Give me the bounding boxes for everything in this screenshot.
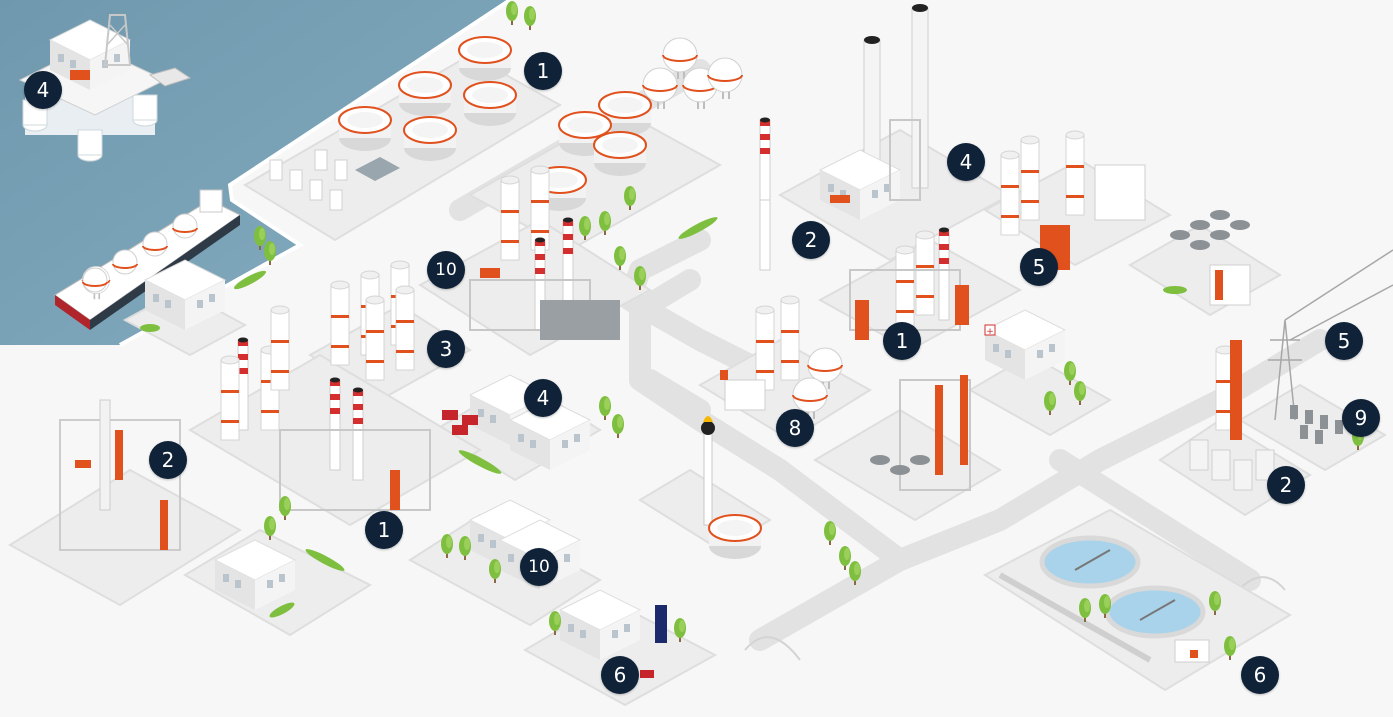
marker-center-1[interactable]: 1 [883,322,921,360]
headquarters [559,589,667,678]
marker-mid-4[interactable]: 4 [524,379,562,417]
marker-west-2[interactable]: 2 [149,441,187,479]
north-refinery [759,4,929,271]
marker-north-4[interactable]: 4 [947,143,985,181]
west-unit [59,399,181,551]
hedges [140,217,1187,618]
marker-mid-3[interactable]: 3 [427,330,465,368]
pad-center-8 [698,338,872,442]
water-treatment-plant [998,535,1210,663]
hospital: + [984,309,1066,381]
mid-processing-unit [469,165,620,340]
marker-south-1[interactable]: 1 [365,511,403,549]
flare-stack [701,416,762,560]
marker-water-6[interactable]: 6 [1241,656,1279,694]
svg-text:+: + [986,327,994,337]
marker-power-5[interactable]: 5 [1325,322,1363,360]
marker-east-2[interactable]: 2 [1267,466,1305,504]
marker-north-5[interactable]: 5 [1020,248,1058,286]
warehouse [442,374,591,471]
marker-mid-10[interactable]: 10 [427,251,465,289]
marker-tankfarm-1[interactable]: 1 [524,52,562,90]
pad-refinery-south [813,408,1002,522]
marker-south-10[interactable]: 10 [520,548,558,586]
pad-west [8,468,242,607]
marker-north-2[interactable]: 2 [792,221,830,259]
north-east-unit [1000,130,1146,270]
power-pylon [1268,249,1393,421]
east-storage-unit [1170,210,1251,306]
marker-substation-9[interactable]: 9 [1342,399,1380,437]
refinery-south-unit [870,375,971,491]
tank-farm [269,36,517,211]
marker-center-8[interactable]: 8 [776,409,814,447]
east-south-unit [1189,340,1275,491]
south-main-unit [220,305,431,511]
substation [1290,405,1343,444]
marker-offshore-4[interactable]: 4 [24,71,62,109]
center-8-unit [720,295,843,420]
marker-south-6[interactable]: 6 [601,656,639,694]
